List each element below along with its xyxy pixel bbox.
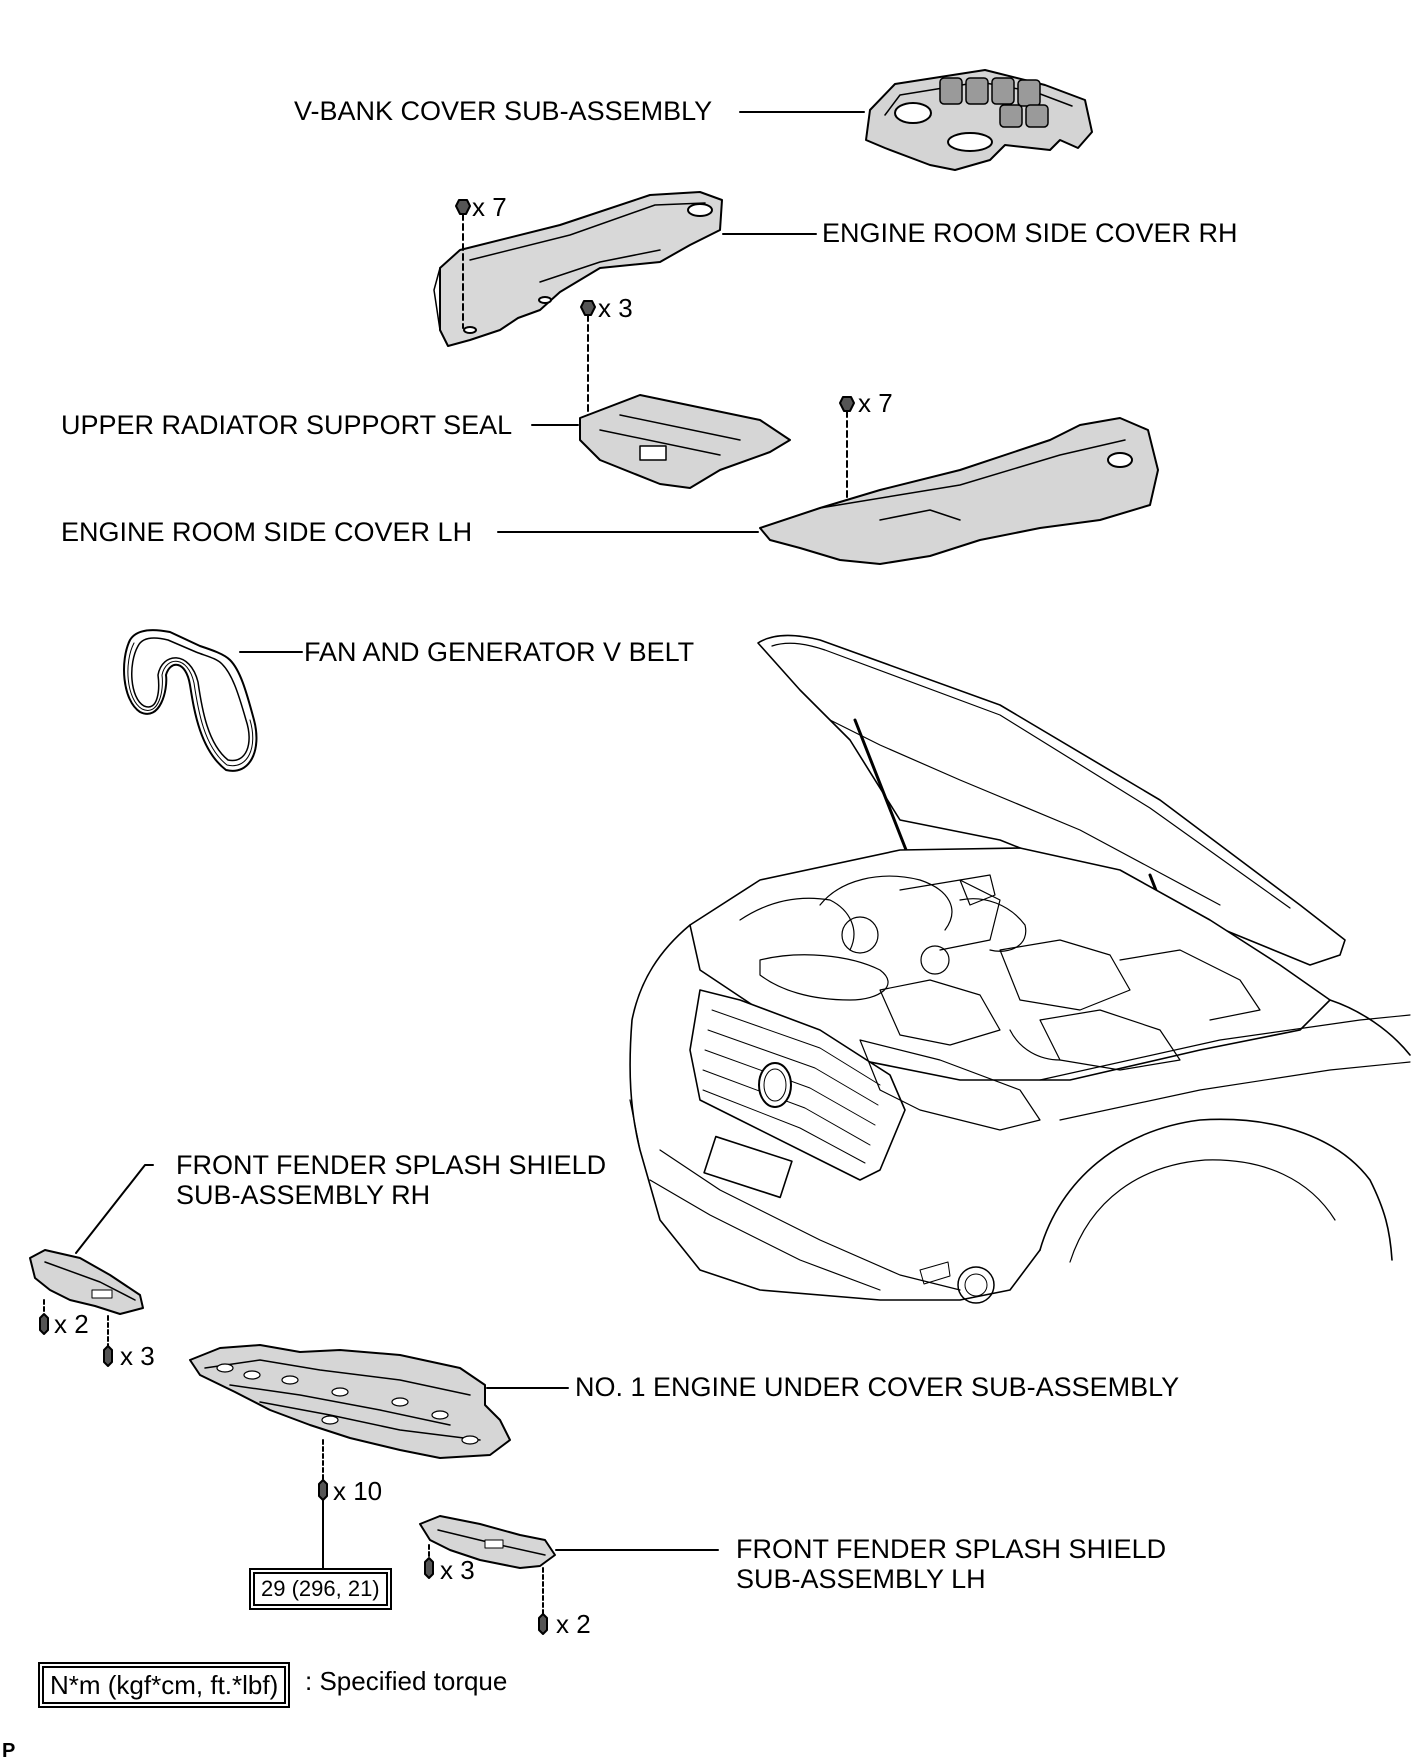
bolt-icon (538, 1567, 548, 1635)
label-upper-radiator-seal: UPPER RADIATOR SUPPORT SEAL (61, 410, 513, 440)
clip-icon (580, 300, 596, 423)
label-splash-shield-lh: FRONT FENDER SPLASH SHIELD SUB-ASSEMBLY … (736, 1534, 1166, 1594)
label-splash-shield-lh-line1: FRONT FENDER SPLASH SHIELD (736, 1534, 1167, 1564)
corner-mark: P (2, 1740, 16, 1762)
qty-side-cover-lh-clips: x 7 (858, 388, 893, 418)
qty-under-cover-bolts: x 10 (333, 1476, 383, 1506)
bolt-icon (103, 1315, 113, 1367)
torque-spec-box: 29 (296, 21) (253, 1572, 388, 1606)
clip-icon (455, 199, 471, 329)
side-cover-lh-part (497, 417, 1159, 565)
v-belt-part (123, 629, 303, 772)
vehicle-front-view (629, 634, 1411, 1304)
v-bank-cover-part (739, 69, 1093, 171)
label-v-bank-cover: V-BANK COVER SUB-ASSEMBLY (294, 96, 713, 126)
label-splash-shield-rh-line1: FRONT FENDER SPLASH SHIELD (176, 1150, 607, 1180)
label-splash-shield-rh-line2: SUB-ASSEMBLY RH (176, 1180, 431, 1210)
label-under-cover: NO. 1 ENGINE UNDER COVER SUB-ASSEMBLY (575, 1372, 1180, 1402)
legend-description: : Specified torque (305, 1666, 508, 1696)
under-cover-part (189, 1344, 569, 1459)
qty-side-cover-rh-clips: x 7 (472, 192, 507, 222)
qty-splash-lh-bolts: x 3 (440, 1555, 475, 1585)
side-cover-rh-part (433, 191, 817, 347)
legend-torque-units: N*m (kgf*cm, ft.*lbf) (42, 1666, 287, 1704)
label-side-cover-rh: ENGINE ROOM SIDE COVER RH (822, 218, 1238, 248)
qty-splash-rh-bolts: x 3 (120, 1341, 155, 1371)
bolt-icon (39, 1299, 49, 1335)
label-side-cover-lh: ENGINE ROOM SIDE COVER LH (61, 517, 473, 547)
label-splash-shield-rh: FRONT FENDER SPLASH SHIELD SUB-ASSEMBLY … (176, 1150, 606, 1210)
qty-splash-lh-screws: x 2 (556, 1609, 591, 1639)
label-splash-shield-lh-line2: SUB-ASSEMBLY LH (736, 1564, 986, 1594)
bolt-icon (318, 1439, 328, 1573)
qty-seal-clips: x 3 (598, 293, 633, 323)
label-fan-belt: FAN AND GENERATOR V BELT (304, 637, 695, 667)
qty-splash-rh-screws: x 2 (54, 1309, 89, 1339)
splash-shield-rh-part (29, 1164, 154, 1315)
splash-shield-lh-part (419, 1515, 719, 1569)
upper-radiator-seal-part (531, 394, 791, 489)
bolt-icon (424, 1544, 434, 1579)
